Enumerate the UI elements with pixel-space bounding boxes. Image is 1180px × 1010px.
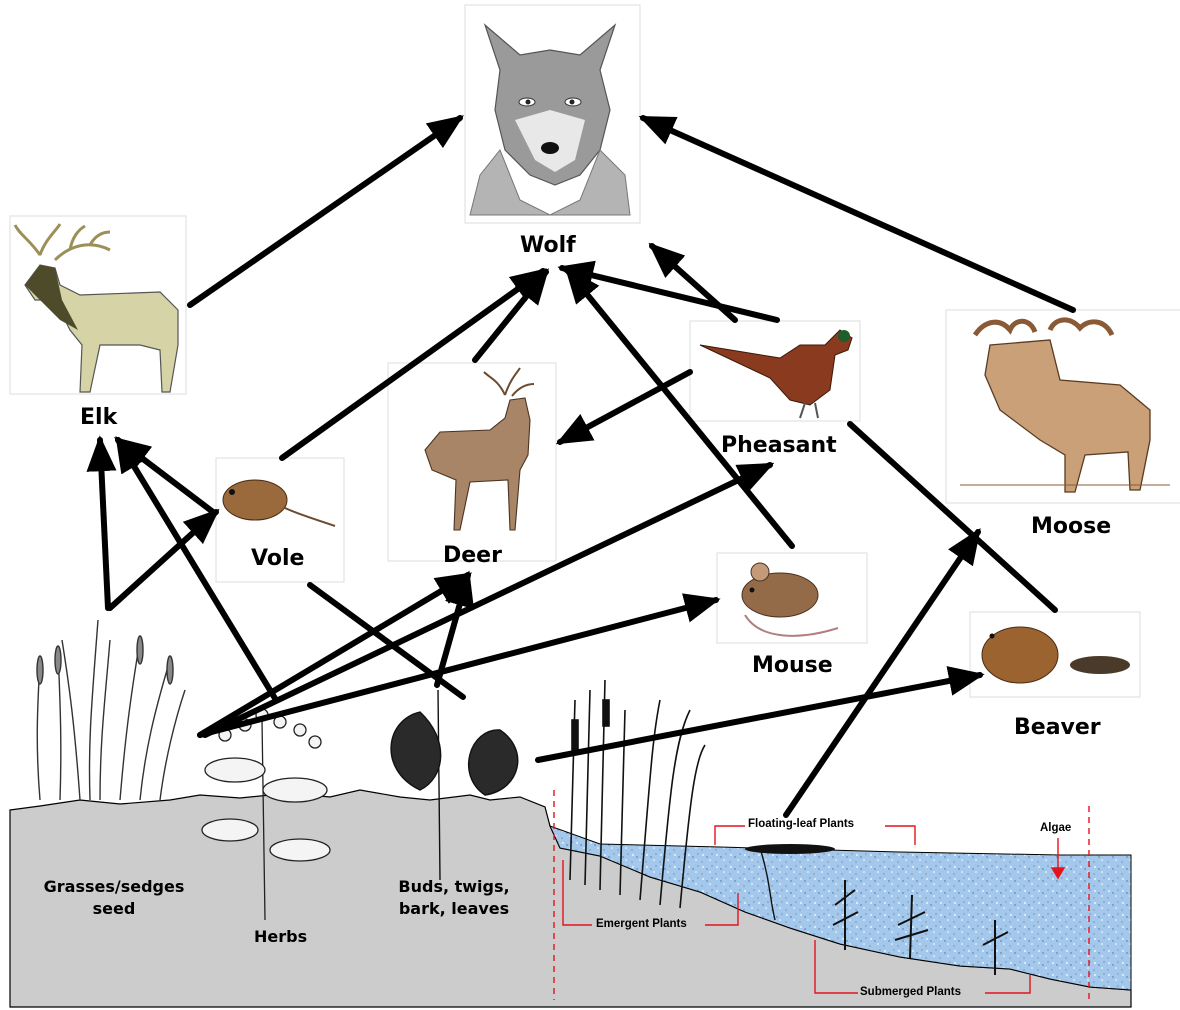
arrow-grass-to-elk	[100, 440, 108, 608]
emergent-label: Emergent Plants	[596, 918, 687, 930]
mouse-label: Mouse	[752, 653, 833, 678]
beaver-label: Beaver	[1014, 715, 1101, 740]
arrow-pheasant-to-wolf-2	[652, 246, 735, 320]
algae-label: Algae	[1040, 822, 1071, 834]
buds-label-line1: Buds, twigs,	[388, 876, 520, 898]
moose-label: Moose	[1031, 514, 1111, 539]
arrow-pheasant-to-wolf-1	[562, 268, 777, 320]
grasses-label: Grasses/sedges seed	[30, 876, 198, 920]
arrow-pheasant-to-deer	[560, 372, 690, 442]
grasses-label-line2: seed	[30, 898, 198, 920]
arrow-moose-to-wolf	[643, 118, 1073, 310]
grasses-drawing	[37, 620, 185, 800]
pheasant-label: Pheasant	[721, 433, 837, 458]
arrow-elk-to-wolf	[190, 118, 460, 305]
grasses-label-line1: Grasses/sedges	[30, 876, 198, 898]
wolf-label: Wolf	[520, 233, 576, 258]
submerged-label: Submerged Plants	[860, 986, 961, 998]
floating-leaf-label: Floating-leaf Plants	[748, 818, 854, 830]
elk-label: Elk	[80, 405, 117, 430]
deer-label: Deer	[443, 543, 502, 568]
arrow-vole-to-elk	[118, 440, 213, 512]
vole-label: Vole	[251, 546, 304, 571]
arrow-grass-to-vole	[110, 512, 216, 608]
herbs-label: Herbs	[254, 926, 307, 948]
buds-label-line2: bark, leaves	[388, 898, 520, 920]
buds-label: Buds, twigs, bark, leaves	[388, 876, 520, 920]
arrow-deer-to-wolf	[475, 272, 546, 360]
